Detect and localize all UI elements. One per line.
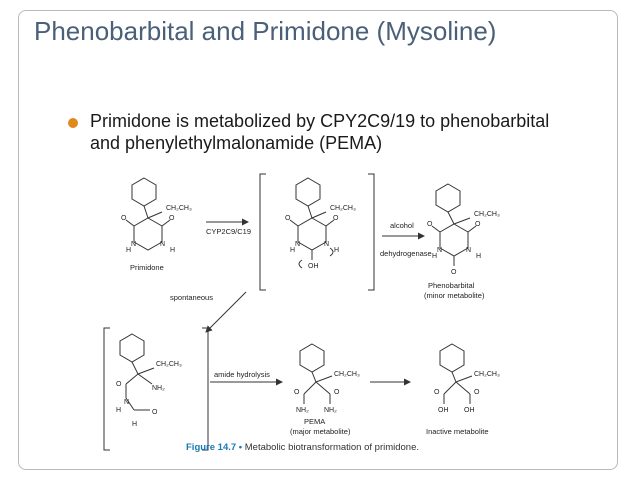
label-inactive: Inactive metabolite <box>426 427 489 436</box>
primidone-structure <box>125 177 171 251</box>
inactive-o2: O <box>474 389 480 396</box>
label-phenobarbital: Phenobarbital <box>428 281 475 290</box>
int1-o1: O <box>285 215 291 222</box>
int2-ethyl: CH₂CH₃ <box>156 361 182 368</box>
pheno-h1: H <box>432 253 437 260</box>
primidone-o2: O <box>169 215 175 222</box>
intermediate-1-structure <box>289 177 335 269</box>
metabolism-diagram: CH₂CH₃ O O N N H H CH₂CH₃ O O N N H H OH… <box>103 173 500 451</box>
inactive-ethyl: CH₂CH₃ <box>474 371 500 378</box>
label-dehydrogenase: dehydrogenase <box>380 249 432 258</box>
label-pema: PEMA <box>304 417 325 426</box>
label-alcohol: alcohol <box>390 221 414 230</box>
pheno-n2: N <box>466 247 471 254</box>
caption-text: Metabolic biotransformation of primidone… <box>244 442 420 453</box>
primidone-h1: H <box>126 247 131 254</box>
figure-caption: Figure 14.7 • Metabolic biotransformatio… <box>186 442 419 453</box>
int1-n1: N <box>295 241 300 248</box>
phenobarbital-structure <box>431 183 477 266</box>
bullet-dot-icon <box>68 118 78 128</box>
bullet-text: Primidone is metabolized by CPY2C9/19 to… <box>90 111 550 153</box>
pheno-o3: O <box>451 269 457 276</box>
int2-o1: O <box>116 381 122 388</box>
pema-nh2-1: NH₂ <box>296 407 309 414</box>
pheno-h2: H <box>476 253 481 260</box>
primidone-o1: O <box>121 215 127 222</box>
int1-oh: OH <box>308 263 319 270</box>
int2-n: N <box>124 399 129 406</box>
primidone-ethyl: CH₂CH₃ <box>166 205 192 212</box>
int1-h2: H <box>334 247 339 254</box>
int1-n2: N <box>324 241 329 248</box>
inactive-oh1: OH <box>438 407 449 414</box>
pheno-ethyl: CH₂CH₃ <box>474 211 500 218</box>
label-primidone: Primidone <box>130 263 164 272</box>
bracket-right-1 <box>368 173 375 291</box>
int2-h2: H <box>132 421 137 428</box>
pema-ethyl: CH₂CH₃ <box>334 371 360 378</box>
pheno-o1: O <box>427 221 433 228</box>
pema-o1: O <box>294 389 300 396</box>
pema-nh2-2: NH₂ <box>324 407 337 414</box>
int2-o2: O <box>152 409 158 416</box>
metabolism-figure: CH₂CH₃ O O N N H H CH₂CH₃ O O N N H H OH… <box>90 172 530 460</box>
primidone-n1: N <box>131 241 136 248</box>
slide-title: Phenobarbital and Primidone (Mysoline) <box>34 16 497 46</box>
caption-figure-number: Figure 14.7 • <box>186 442 243 453</box>
bullet-item: Primidone is metabolized by CPY2C9/19 to… <box>68 110 568 174</box>
inactive-metabolite-structure <box>439 343 473 404</box>
label-major: (major metabolite) <box>290 427 351 436</box>
label-minor: (minor metabolite) <box>424 291 485 300</box>
primidone-n2: N <box>160 241 165 248</box>
arrow-spontaneous <box>205 291 247 333</box>
inactive-o1: O <box>434 389 440 396</box>
int2-h1: H <box>116 407 121 414</box>
inactive-oh2: OH <box>464 407 475 414</box>
bracket-left-1 <box>259 173 266 291</box>
pheno-o2: O <box>475 221 481 228</box>
label-amide-hydrolysis: amide hydrolysis <box>214 370 270 379</box>
int1-o2: O <box>333 215 339 222</box>
intermediate-2-structure <box>119 333 155 411</box>
primidone-h2: H <box>170 247 175 254</box>
int1-h1: H <box>290 247 295 254</box>
bracket-left-2 <box>103 327 110 451</box>
label-enzyme: CYP2C9/C19 <box>206 227 251 236</box>
bracket-right-2 <box>202 327 209 451</box>
pema-o2: O <box>334 389 340 396</box>
pheno-n1: N <box>437 247 442 254</box>
label-spontaneous: spontaneous <box>170 293 213 302</box>
pema-structure <box>299 343 333 404</box>
int2-nh2: NH₂ <box>152 385 165 392</box>
int1-ethyl: CH₂CH₃ <box>330 205 356 212</box>
